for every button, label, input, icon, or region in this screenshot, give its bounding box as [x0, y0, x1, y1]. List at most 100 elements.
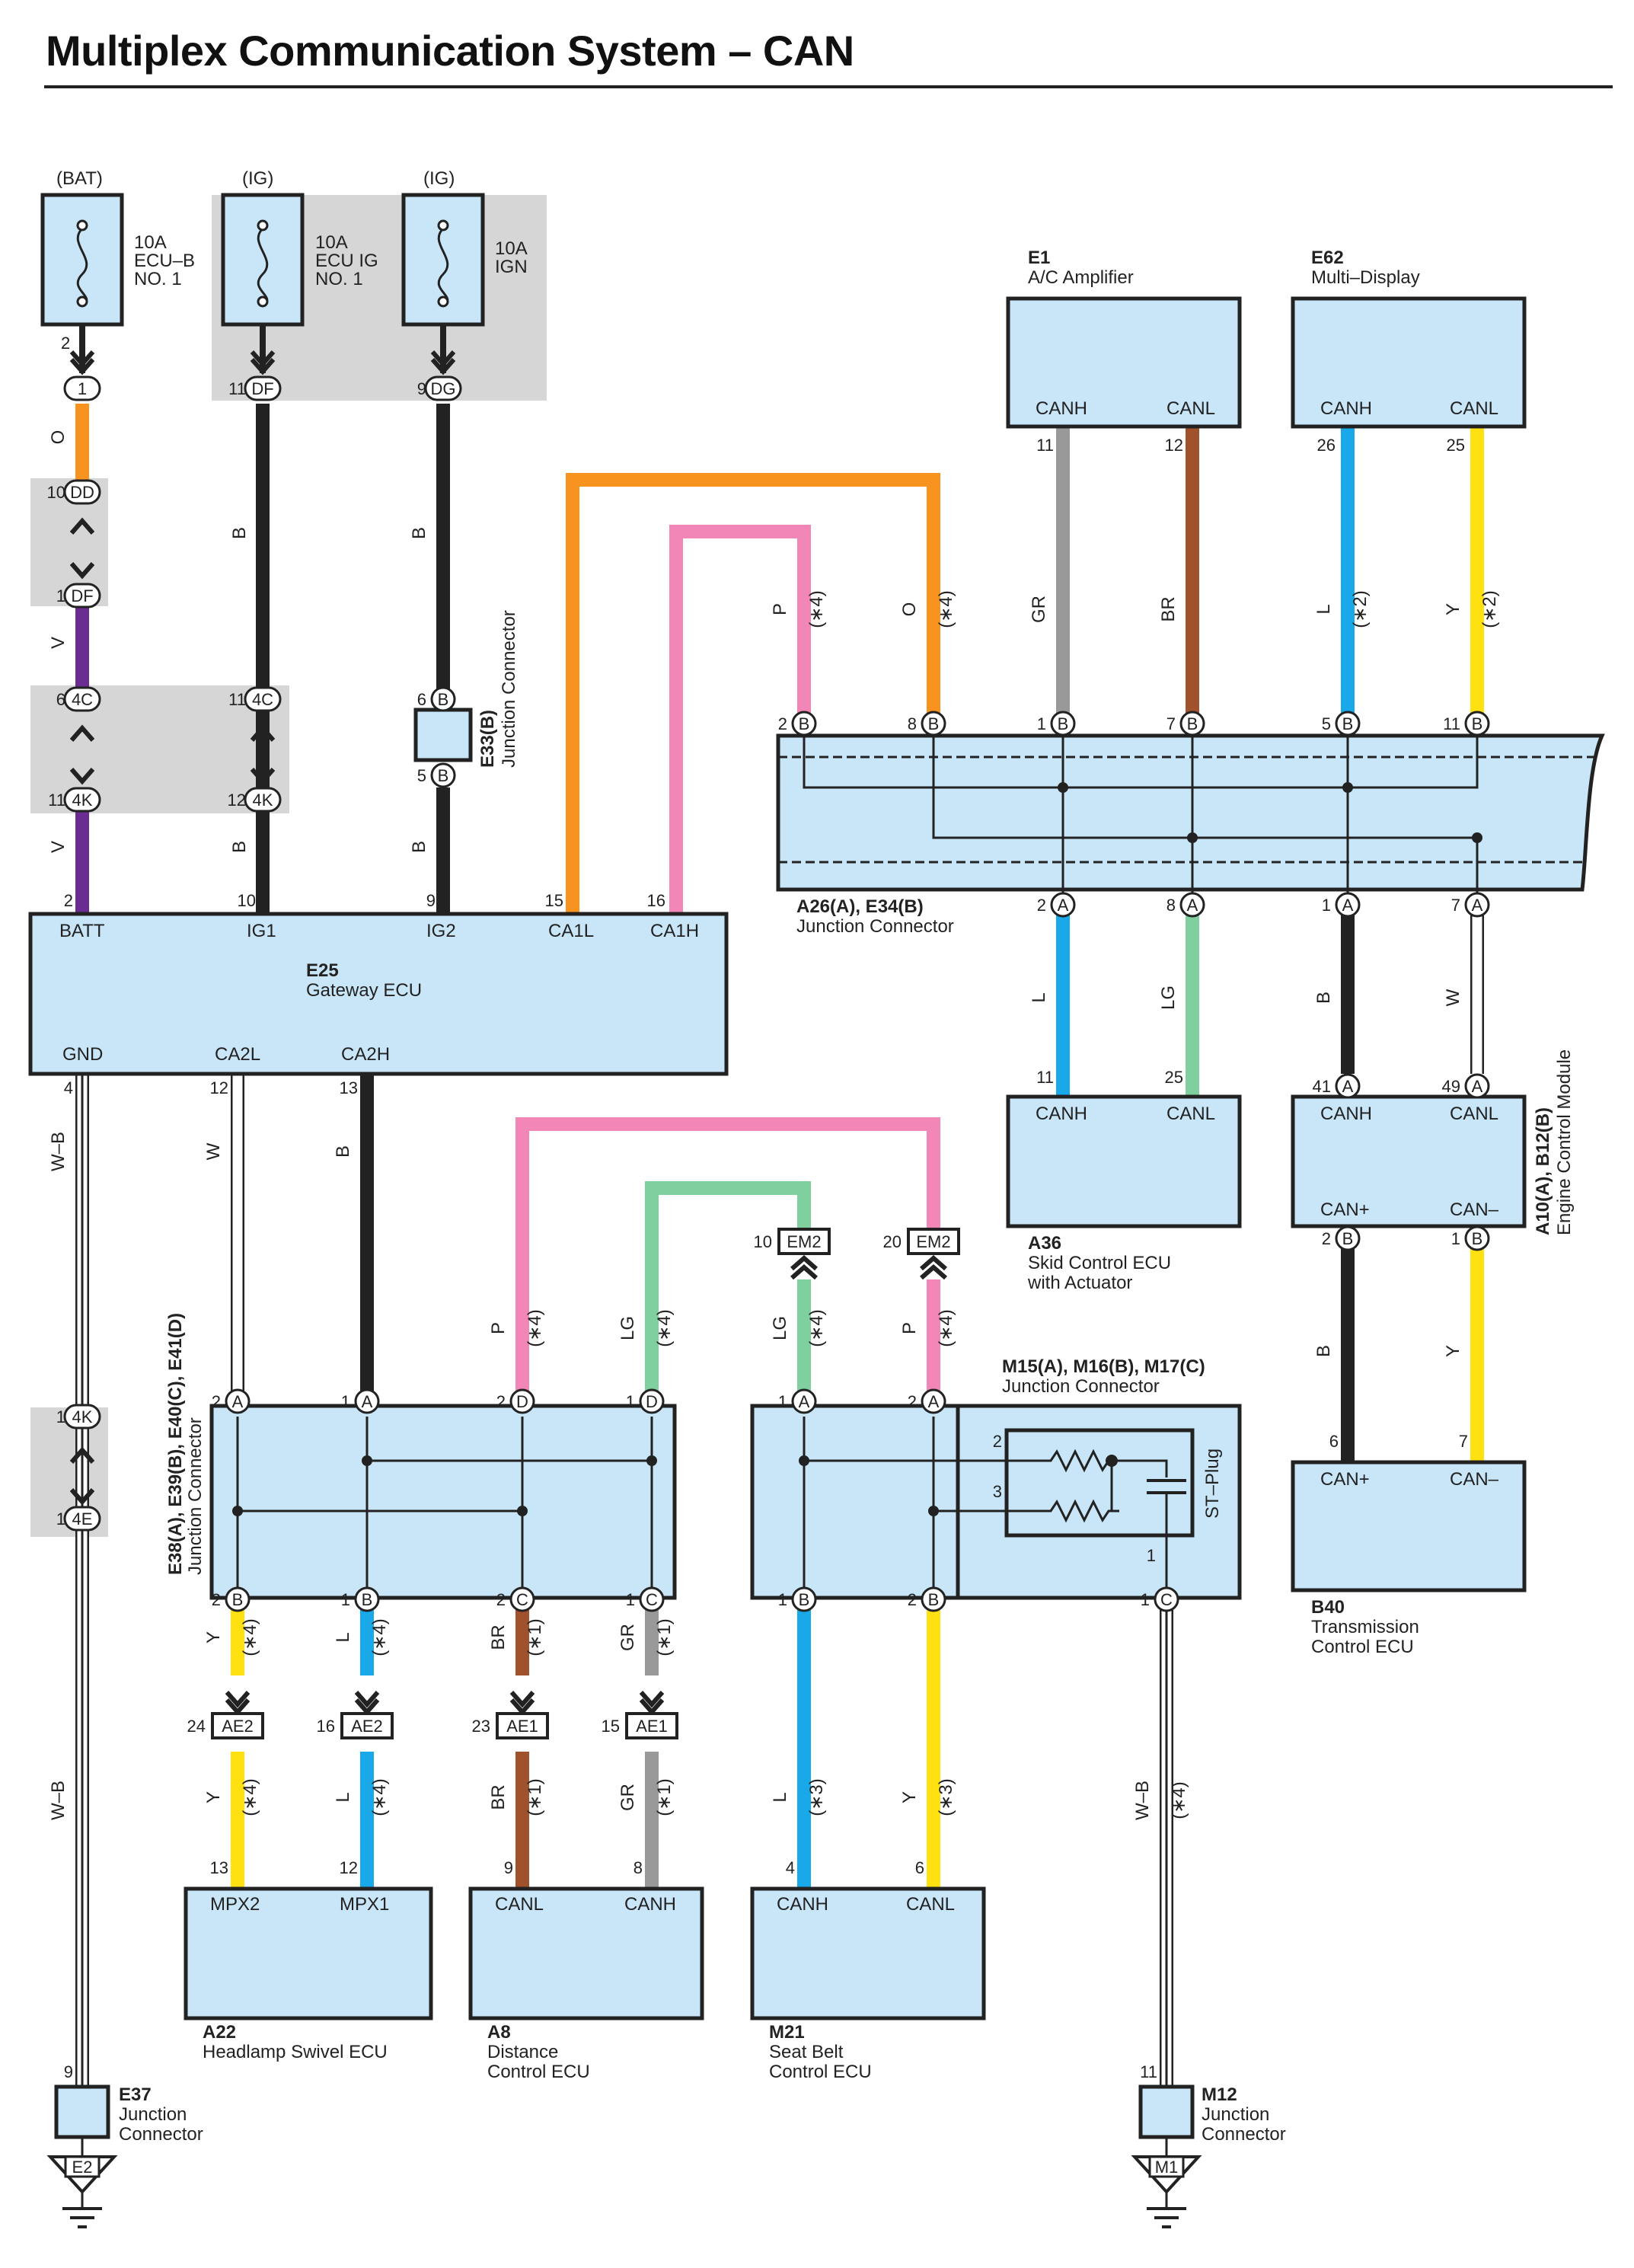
wire-label-19: W–B	[48, 1132, 69, 1171]
a10-canm: CAN–	[1450, 1199, 1499, 1220]
wire-label-10: BR	[1158, 596, 1179, 621]
pin-connector-22: A49	[1442, 1073, 1490, 1099]
svg-text:23: 23	[472, 1717, 490, 1736]
page-title: Multiplex Communication System – CAN	[46, 27, 854, 75]
wire-note-11: (∗2)	[1350, 590, 1371, 628]
a26-name: Junction Connector	[796, 916, 954, 937]
pin-number: 1	[341, 1590, 350, 1609]
wire-label-24: LG	[770, 1316, 790, 1340]
pin-num-13: 25	[1165, 1068, 1183, 1087]
e62-canl: CANL	[1450, 398, 1498, 419]
pin-letter: C	[1160, 1590, 1173, 1609]
pin-letter: B	[1187, 714, 1198, 733]
ground-tag-0: E2	[64, 2155, 101, 2178]
pin-connector-21: A41	[1313, 1073, 1361, 1099]
wire-label-20: W	[203, 1142, 224, 1160]
pin-number: 6	[417, 690, 426, 709]
a8-canh: CANH	[624, 1894, 676, 1915]
pin-connector-34: B1	[341, 1586, 380, 1612]
a10-canh: CANH	[1320, 1104, 1372, 1124]
pin-num-5: 4	[64, 1078, 73, 1097]
wire-label-14: LG	[1158, 985, 1179, 1010]
pin-connector-23: B2	[1322, 1225, 1361, 1251]
a22-id: A22	[203, 2022, 236, 2043]
pin-letter: B	[1472, 1229, 1483, 1248]
connector-arrows	[69, 350, 947, 1716]
pin-letter: 4K	[72, 1407, 93, 1426]
pin-letter: C	[516, 1590, 528, 1609]
e33-name: Junction Connector	[499, 610, 519, 768]
pin-letter: A	[1058, 896, 1069, 915]
svg-text:EM2: EM2	[916, 1232, 950, 1251]
ig1-name2: NO. 1	[315, 269, 363, 289]
wire-label-16: W	[1443, 989, 1463, 1006]
wire-label-3: V	[48, 637, 69, 649]
pin-number: 2	[212, 1590, 221, 1609]
a22-mpx1: MPX1	[340, 1894, 389, 1915]
e1-canl: CANL	[1166, 398, 1215, 419]
svg-text:24: 24	[187, 1717, 206, 1736]
pin-number: 2	[1322, 1229, 1331, 1248]
pin-letter: B	[928, 714, 940, 733]
pin-connector-20: A7	[1451, 892, 1490, 918]
pin-number: 2	[496, 1392, 506, 1411]
wire-note-7: (∗4)	[806, 590, 827, 628]
pin-connector-39: C1	[1141, 1586, 1179, 1612]
pin-connector-0: 1	[63, 375, 101, 401]
wire-note-33: (∗1)	[654, 1778, 675, 1816]
wire-note-28: (∗1)	[525, 1618, 545, 1656]
a36-id: A36	[1028, 1233, 1061, 1254]
pin-letter: DF	[71, 586, 93, 605]
wire-label-25: P	[899, 1322, 920, 1334]
pin-number: 41	[1313, 1077, 1331, 1096]
e62-multi-display-box	[1291, 296, 1527, 429]
pin-letter: A	[1472, 1077, 1483, 1096]
pin-number: 11	[228, 690, 246, 709]
pin-letter: B	[1342, 714, 1354, 733]
e25-batt: BATT	[59, 921, 105, 941]
pin-connector-19: A1	[1322, 892, 1361, 918]
wire-label-30: Y	[203, 1791, 224, 1803]
pin-connector-15: B5	[1322, 711, 1361, 736]
wire-label-31: L	[333, 1792, 353, 1802]
ig2-name1: IGN	[495, 257, 528, 277]
a8-id: A8	[487, 2022, 511, 2043]
fuse-bat	[40, 193, 124, 373]
pin-num-7: 13	[340, 1078, 358, 1097]
pin-connector-28: A1	[341, 1388, 380, 1414]
pin-num-23: 11	[1140, 2062, 1157, 2081]
pin-letter: 4C	[72, 690, 93, 709]
svg-text:15: 15	[602, 1717, 620, 1736]
wire-label-34: L	[770, 1792, 790, 1802]
wire-label-18: Y	[1443, 1345, 1463, 1357]
pin-connector-27: A2	[212, 1388, 251, 1414]
pin-letter: B	[438, 766, 449, 785]
wire-pink-ca1h	[669, 525, 811, 914]
a22-headlamp-box	[184, 1886, 433, 2020]
wire-note-34: (∗3)	[806, 1778, 827, 1816]
wire-note-27: (∗4)	[369, 1618, 390, 1656]
pin-connector-38: B2	[908, 1586, 946, 1612]
pin-connector-25: 4K1	[56, 1404, 101, 1429]
fuse-ig1	[221, 193, 305, 373]
e25-gateway-ecu-box	[28, 912, 729, 1076]
ig1-source: (IG)	[242, 168, 273, 189]
m21-canl: CANL	[906, 1894, 955, 1915]
pin-num-24: 2	[993, 1432, 1002, 1451]
wire-label-26: Y	[203, 1631, 224, 1644]
pin-number: 2	[212, 1392, 221, 1411]
pin-num-9: 12	[1165, 436, 1183, 455]
pin-letter: B	[438, 690, 449, 709]
wire-label-28: BR	[488, 1624, 509, 1650]
pin-number: 1	[341, 1392, 350, 1411]
pin-num-1: 10	[238, 891, 256, 910]
pin-num-22: 9	[64, 2062, 73, 2081]
pin-letter: A	[1187, 896, 1198, 915]
e62-name: Multi–Display	[1311, 267, 1420, 288]
pin-number: 1	[626, 1392, 635, 1411]
pin-number: 7	[1451, 896, 1460, 915]
pin-connector-11: B2	[778, 711, 817, 736]
